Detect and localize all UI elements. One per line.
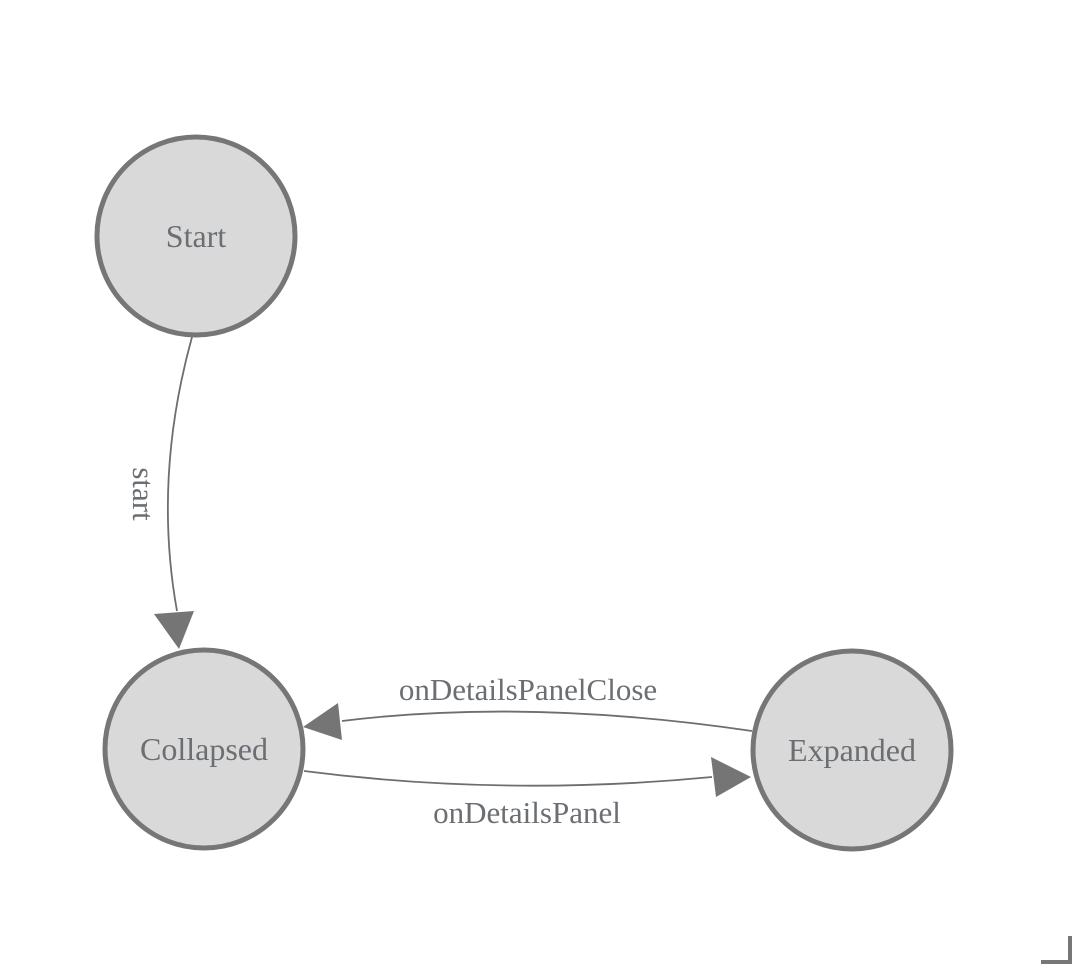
edge-label-ondetailspanel: onDetailsPanel [433,795,621,830]
edge-label-start: start [126,467,161,521]
state-circle-start[interactable] [94,134,298,338]
state-circle-expanded[interactable] [750,648,954,852]
resize-corner-icon[interactable] [1041,936,1072,964]
edge-expanded-to-collapsed [341,710,753,732]
edge-collapsed-to-expanded [303,770,713,787]
state-node-expanded[interactable]: Expanded [750,648,954,852]
resize-corner-horizontal-bar [1041,960,1072,964]
transition-ondetailspanel: onDetailsPanel [303,757,751,830]
transition-start: start [126,336,194,649]
arrowhead-into-collapsed-right [303,703,342,740]
transition-ondetailspanelclose: onDetailsPanelClose [303,672,753,740]
arrowhead-into-collapsed-top [154,611,194,649]
state-node-collapsed[interactable]: Collapsed [102,647,306,851]
edge-start-to-collapsed [167,336,193,612]
edge-label-ondetailspanelclose: onDetailsPanelClose [399,672,657,707]
state-circle-collapsed[interactable] [102,647,306,851]
arrowhead-into-expanded-left [711,757,751,797]
state-node-start[interactable]: Start [94,134,298,338]
resize-corner-vertical-bar [1068,936,1072,964]
